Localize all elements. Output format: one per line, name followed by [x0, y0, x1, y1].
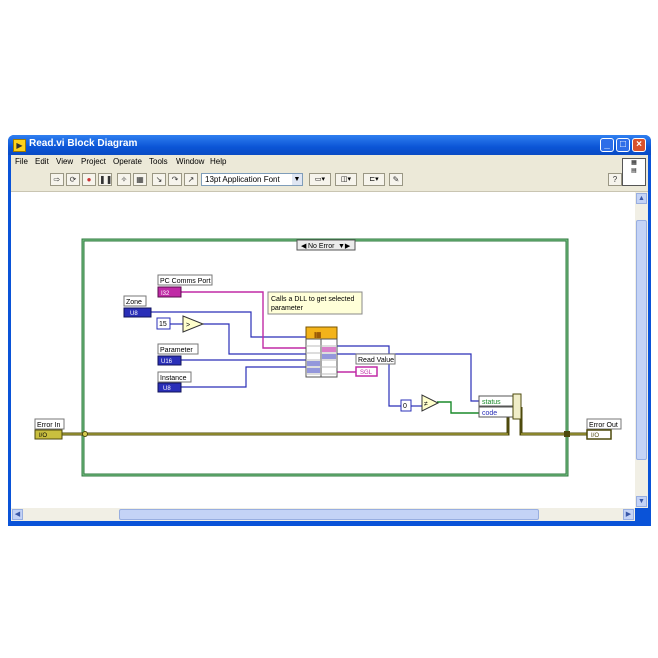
error-tunnel-out [564, 431, 570, 437]
scroll-right-icon[interactable]: ▶ [623, 509, 634, 520]
error-in-label: Error In [37, 422, 60, 429]
error-in-type: I/O [39, 433, 47, 439]
zone-type: U8 [130, 311, 138, 317]
call-library-function-node[interactable]: ▦ [305, 326, 338, 378]
not-equal-function[interactable]: ≠ [421, 394, 440, 412]
chevron-down-icon: ▼ [292, 174, 302, 185]
status-wire [437, 401, 479, 414]
toolbar: ⇨ ⟳ ● ❚❚ ✧ ▦ ↘ ↷ ↗ 13pt Application Font… [11, 169, 648, 192]
maximize-button[interactable]: □ [616, 138, 630, 152]
read-value-type: SGL [360, 370, 373, 376]
constant-15-value: 15 [159, 321, 167, 328]
constant-15[interactable]: 15 [156, 317, 171, 330]
read-value-indicator[interactable]: Read Value SGL [355, 353, 396, 377]
instance-label: Instance [160, 375, 187, 382]
vi-icon[interactable]: ▦▤ [622, 158, 646, 186]
menu-tools[interactable]: Tools [149, 157, 168, 166]
step-over-icon[interactable]: ↷ [168, 173, 182, 186]
svg-text:≠: ≠ [424, 401, 428, 408]
title-bar[interactable]: ▶ Read.vi Block Diagram _ □ × [8, 135, 651, 155]
parameter-control[interactable]: Parameter U16 [157, 343, 199, 366]
svg-text:▼▶: ▼▶ [338, 243, 351, 250]
pc-comms-wire [181, 291, 306, 349]
error-in-control[interactable]: Error In I/O [34, 418, 65, 440]
compare-wire [203, 323, 306, 355]
vertical-scrollbar[interactable]: ▲ ▼ [635, 192, 648, 508]
zone-wire [151, 311, 306, 338]
help-icon[interactable]: ? [608, 173, 622, 186]
scroll-left-icon[interactable]: ◀ [12, 509, 23, 520]
error-wire [62, 405, 514, 436]
step-out-icon[interactable]: ↗ [184, 173, 198, 186]
pc-comms-port-control[interactable]: PC Comms Port I32 [157, 274, 213, 298]
cleanup-icon[interactable]: ✎ [389, 173, 403, 186]
error-out-type: I/O [591, 433, 599, 439]
parameter-label: Parameter [160, 347, 193, 354]
menu-project[interactable]: Project [81, 157, 106, 166]
code-element: code [482, 410, 497, 417]
dll-comment: Calls a DLL to get selected parameter [267, 291, 363, 315]
instance-control[interactable]: Instance U8 [157, 371, 192, 393]
constant-0-value: 0 [403, 403, 407, 410]
comment-line-1: Calls a DLL to get selected [271, 296, 355, 303]
error-out-label: Error Out [589, 422, 618, 429]
vertical-scroll-thumb[interactable] [636, 220, 647, 460]
status-element: status [482, 399, 501, 406]
block-diagram-window: ▶ Read.vi Block Diagram _ □ × File Edit … [8, 135, 651, 526]
close-button[interactable]: × [632, 138, 646, 152]
font-select[interactable]: 13pt Application Font ▼ [201, 173, 303, 186]
svg-text:◀: ◀ [301, 243, 307, 250]
error-tunnel-in [82, 431, 88, 437]
highlight-execution-icon[interactable]: ✧ [117, 173, 131, 186]
pc-comms-port-label: PC Comms Port [160, 278, 211, 285]
code-wire [337, 353, 479, 402]
compare-function[interactable]: > [182, 315, 205, 333]
window-title: Read.vi Block Diagram [29, 138, 138, 149]
comment-line-2: parameter [271, 305, 304, 312]
menu-help[interactable]: Help [210, 157, 227, 166]
menu-view[interactable]: View [56, 157, 74, 166]
error-out-indicator[interactable]: Error Out I/O [586, 418, 622, 440]
horizontal-scrollbar[interactable]: ◀ ▶ [11, 508, 635, 521]
dll-output-wire [337, 345, 401, 407]
labview-vi-icon: ▶ [13, 139, 26, 152]
retain-wire-values-icon[interactable]: ▦ [133, 173, 147, 186]
distribute-icon[interactable]: ◫▾ [335, 173, 357, 186]
menu-bar: File Edit View Project Operate Tools Win… [11, 155, 648, 169]
block-diagram: ◀ No Error ▼▶ [34, 238, 622, 477]
reorder-icon[interactable]: ⊏▾ [363, 173, 385, 186]
zone-label: Zone [126, 299, 142, 306]
menu-operate[interactable]: Operate [113, 157, 142, 166]
horizontal-scroll-thumb[interactable] [119, 509, 539, 520]
error-out-wire [519, 407, 587, 436]
menu-window[interactable]: Window [176, 157, 205, 166]
pause-icon[interactable]: ❚❚ [98, 173, 113, 186]
step-into-icon[interactable]: ↘ [152, 173, 166, 186]
zone-control[interactable]: Zone U8 [123, 295, 152, 318]
font-select-value: 13pt Application Font [205, 175, 280, 184]
dll-icon: ▦ [314, 330, 322, 339]
instance-wire [181, 366, 306, 388]
scroll-up-icon[interactable]: ▲ [636, 193, 647, 204]
abort-icon[interactable]: ● [82, 173, 96, 186]
menu-edit[interactable]: Edit [35, 157, 49, 166]
instance-type: U8 [163, 386, 171, 392]
svg-text:>: > [186, 322, 190, 329]
constant-0[interactable]: 0 [400, 399, 412, 412]
case-selector[interactable]: ◀ No Error ▼▶ [296, 239, 356, 251]
case-selector-label: No Error [308, 243, 335, 250]
read-value-label: Read Value [358, 357, 394, 364]
align-icon[interactable]: ▭▾ [309, 173, 331, 186]
minimize-button[interactable]: _ [600, 138, 614, 152]
run-arrow-icon[interactable]: ⇨ [50, 173, 64, 186]
run-continuous-icon[interactable]: ⟳ [66, 173, 80, 186]
menu-file[interactable]: File [15, 157, 28, 166]
parameter-type: U16 [161, 359, 173, 365]
bundle-by-name-node[interactable]: status code [478, 393, 522, 420]
diagram-canvas[interactable]: ◀ No Error ▼▶ [11, 192, 635, 508]
pc-comms-port-type: I32 [161, 291, 170, 297]
scroll-down-icon[interactable]: ▼ [636, 496, 647, 507]
